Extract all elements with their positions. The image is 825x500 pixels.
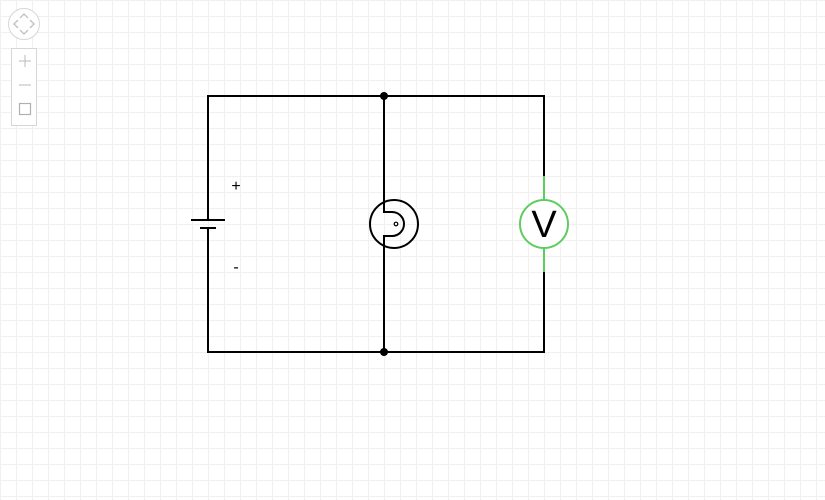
plus-icon bbox=[19, 55, 31, 67]
battery-plus-label: + bbox=[231, 178, 240, 195]
bulb-outline bbox=[369, 199, 419, 249]
zoom-in-button[interactable] bbox=[12, 49, 36, 73]
battery-minus-label: - bbox=[233, 259, 238, 276]
minus-icon bbox=[19, 84, 31, 86]
junction-bottom bbox=[380, 348, 388, 356]
zoom-panel bbox=[11, 48, 37, 126]
battery[interactable]: + - bbox=[191, 178, 241, 276]
junction-top bbox=[380, 92, 388, 100]
pan-control[interactable] bbox=[8, 8, 40, 40]
zoom-out-button[interactable] bbox=[12, 73, 36, 97]
light-bulb[interactable] bbox=[369, 199, 419, 249]
bulb-filament bbox=[383, 202, 405, 246]
square-icon bbox=[18, 102, 32, 116]
voltmeter-outline bbox=[519, 199, 569, 249]
voltmeter-label: V bbox=[531, 204, 557, 246]
zoom-fit-button[interactable] bbox=[12, 97, 36, 121]
pan-arrows-icon bbox=[12, 12, 36, 36]
voltmeter[interactable]: V bbox=[519, 176, 569, 272]
bulb-contact bbox=[393, 221, 399, 227]
